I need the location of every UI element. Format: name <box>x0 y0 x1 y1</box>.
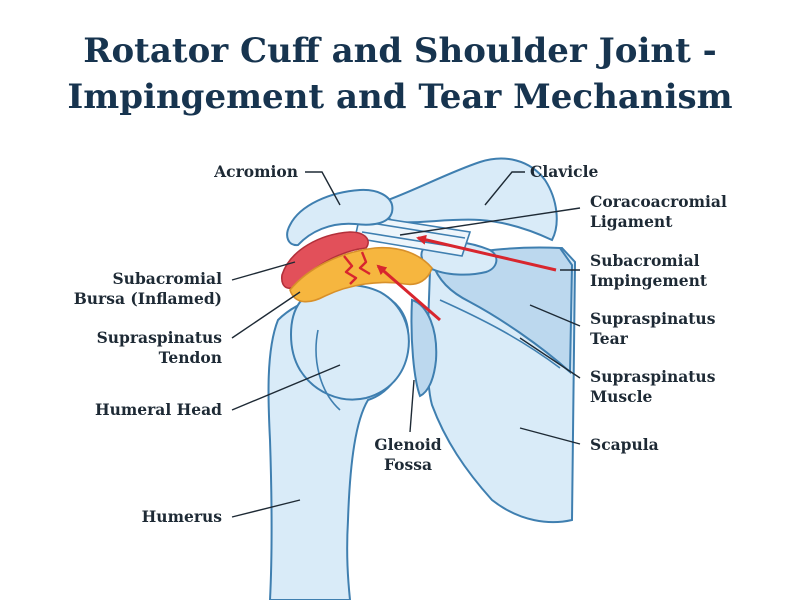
diagram-title: Rotator Cuff and Shoulder Joint - Imping… <box>0 28 800 120</box>
leader-acromion <box>305 171 341 206</box>
ligament-fiber-1 <box>364 221 466 239</box>
title-line-2: Impingement and Tear Mechanism <box>67 77 733 117</box>
label-supraspinatus-tear-2: Tear <box>590 329 629 348</box>
leader-subacromial-bursa <box>231 261 296 281</box>
label-glenoid-fossa-2: Fossa <box>384 455 432 474</box>
tear-mark <box>343 251 371 285</box>
label-subacromial-impingement-1: Subacromial <box>590 251 700 270</box>
leader-supraspinatus-muscle <box>519 337 581 379</box>
leader-glenoid-fossa <box>409 379 415 433</box>
label-clavicle: Clavicle <box>530 162 598 181</box>
tear-arrow <box>376 264 441 322</box>
label-humerus: Humerus <box>142 507 223 526</box>
label-subacromial-bursa-2: Bursa (Inflamed) <box>74 289 222 308</box>
impingement-arrow <box>416 234 557 272</box>
leader-supraspinatus-tendon <box>231 291 301 339</box>
label-supraspinatus-muscle-1: Supraspinatus <box>590 367 716 386</box>
title-line-1: Rotator Cuff and Shoulder Joint - <box>83 31 717 71</box>
leader-clavicle <box>484 171 525 206</box>
leader-supraspinatus-tear <box>529 304 581 327</box>
scapula-spine-line <box>439 299 561 369</box>
leader-humerus <box>231 499 301 518</box>
label-subacromial-impingement-2: Impingement <box>590 271 708 290</box>
supraspinatus-tendon <box>289 246 433 303</box>
humerus-neck-line <box>315 329 341 411</box>
leader-humeral-head <box>231 364 341 411</box>
leader-scapula <box>519 427 581 445</box>
label-supraspinatus-tendon-1: Supraspinatus <box>97 328 223 347</box>
leader-coracoacromial <box>399 207 581 236</box>
label-supraspinatus-tendon-2: Tendon <box>159 348 222 367</box>
label-supraspinatus-tear-1: Supraspinatus <box>590 309 716 328</box>
label-scapula: Scapula <box>590 435 659 454</box>
label-coracoacromial-1: Coracoacromial <box>590 192 727 211</box>
label-humeral-head: Humeral Head <box>95 400 222 419</box>
label-glenoid-fossa-1: Glenoid <box>374 435 441 454</box>
humeral-head <box>290 284 410 401</box>
label-supraspinatus-muscle-2: Muscle <box>590 387 652 406</box>
label-subacromial-bursa-1: Subacromial <box>112 269 222 288</box>
glenoid-fossa <box>410 298 438 398</box>
label-coracoacromial-2: Ligament <box>590 212 673 231</box>
label-acromion: Acromion <box>213 162 298 181</box>
acromion <box>286 188 394 247</box>
